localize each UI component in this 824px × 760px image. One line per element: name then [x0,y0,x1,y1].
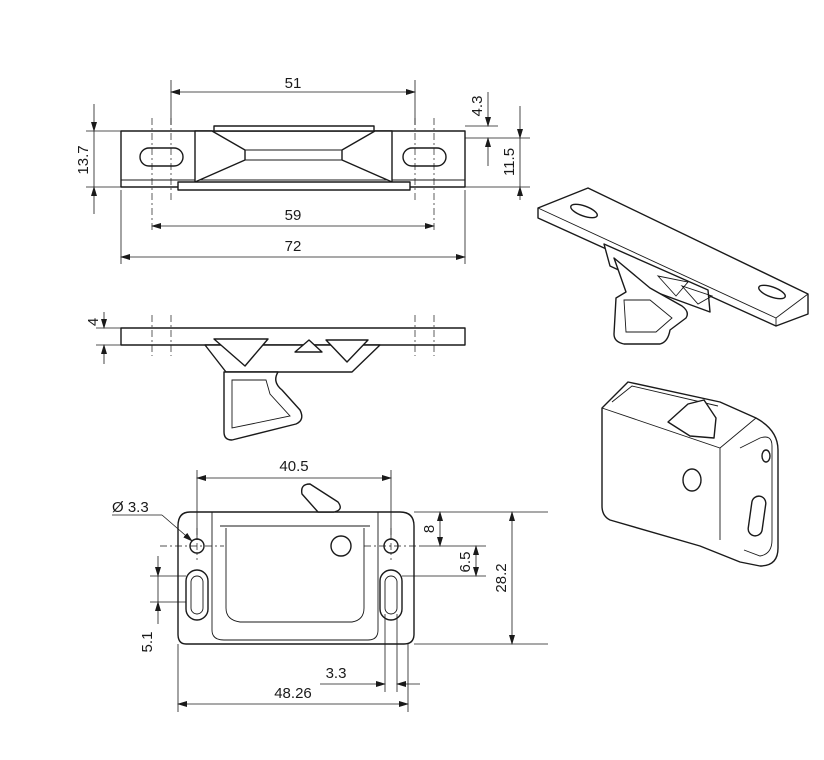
dim-5-1: 5.1 [139,556,186,652]
dim-6-5: 6.5 [402,545,486,577]
dim-48-26: 48.26 [177,644,409,712]
front-slot-right [379,569,403,621]
side-view-plate [120,327,466,346]
dim-28-2: 28.2 [414,511,548,645]
dim-4-label: 4 [85,318,102,326]
top-right-slot [402,147,447,167]
dim-59-label: 59 [285,207,302,224]
dim-3-3: 3.3 [320,614,420,692]
dim-51-label: 51 [285,75,302,92]
dim-11-5: 11.5 [465,106,530,200]
dim-13-7-label: 13.7 [75,145,92,174]
dim-72: 72 [120,190,466,264]
side-tri-mid [294,339,323,353]
iso-round-hole [682,468,702,492]
dim-4-3: 4.3 [465,92,498,166]
iso-view-bottom [601,381,779,567]
dim-28-2-label: 28.2 [493,563,510,592]
dim-hole-dia-label: Ø 3.3 [112,499,149,516]
iso-bar [537,187,809,327]
front-view [160,483,420,645]
dim-5-1-label: 5.1 [139,632,156,653]
iso-view-top [537,187,809,345]
side-tri-left [213,338,269,367]
side-hook [223,371,303,441]
front-slot-left [185,569,209,621]
dim-3-3-label: 3.3 [326,665,347,682]
front-latch [300,483,341,513]
dim-4-3-label: 4.3 [469,96,486,117]
dim-59: 59 [151,207,435,229]
top-left-wedge [194,130,246,183]
dim-11-5-label: 11.5 [501,148,518,176]
dim-51: 51 [170,75,416,125]
side-view [120,315,466,441]
top-left-slot [139,147,184,167]
front-body [177,511,415,645]
dim-48-26-label: 48.26 [274,685,312,702]
side-tri-right [325,339,369,363]
top-right-wedge [341,130,393,183]
dim-13-7: 13.7 [75,104,121,214]
dim-4: 4 [85,312,121,364]
iso-latch [667,399,717,439]
dim-40-5-label: 40.5 [279,458,308,475]
front-round-hole [330,535,352,557]
top-view [120,118,466,232]
dim-40-5: 40.5 [196,458,392,540]
dim-8: 8 [414,511,548,547]
dim-hole-dia: Ø 3.3 [112,499,193,542]
dim-6-5-label: 6.5 [457,552,474,573]
dim-72-label: 72 [285,238,302,255]
dim-8-label: 8 [421,525,438,533]
